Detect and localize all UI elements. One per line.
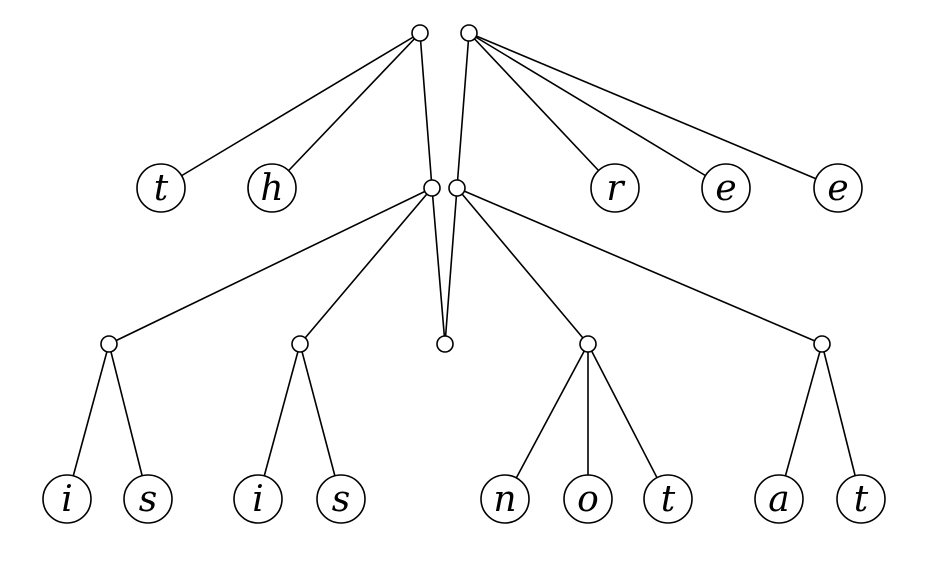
edge	[456, 187, 823, 345]
leaf-label: s	[332, 479, 350, 520]
leaf-label: r	[606, 168, 625, 209]
leaf-label: s	[139, 479, 157, 520]
internal-node	[448, 179, 466, 197]
internal-node	[291, 335, 309, 353]
leaf-label: t	[661, 479, 676, 520]
edge	[504, 343, 589, 500]
internal-node	[423, 179, 441, 197]
edge	[431, 187, 446, 345]
edge	[468, 32, 839, 189]
leaf-node: s	[316, 474, 366, 524]
leaf-label: t	[154, 168, 169, 209]
leaf-label: e	[827, 168, 848, 209]
leaf-label: o	[577, 479, 599, 520]
leaf-node: i	[233, 474, 283, 524]
leaf-label: e	[715, 168, 736, 209]
leaf-node: t	[136, 163, 186, 213]
leaf-nodes-row2: i s i s n o t a	[42, 474, 886, 524]
leaf-label: n	[493, 479, 516, 520]
leaf-node: s	[123, 474, 173, 524]
leaf-label: h	[260, 168, 283, 209]
edge	[108, 187, 433, 345]
internal-node	[411, 24, 429, 42]
leaf-node: i	[42, 474, 92, 524]
leaf-node: t	[836, 474, 886, 524]
leaf-node: e	[813, 163, 863, 213]
internal-node	[436, 335, 454, 353]
leaf-node: h	[247, 163, 297, 213]
leaf-label: a	[768, 479, 789, 520]
edge	[778, 343, 823, 500]
edge	[419, 32, 433, 189]
edge	[587, 343, 669, 500]
internal-node	[579, 335, 597, 353]
leaf-label: i	[61, 479, 73, 520]
leaf-node: e	[701, 163, 751, 213]
leaf-node: a	[754, 474, 804, 524]
edge	[299, 343, 342, 500]
internal-node	[813, 335, 831, 353]
edge	[468, 32, 616, 189]
edge	[456, 32, 470, 189]
edge	[271, 32, 421, 189]
leaf-node: n	[480, 474, 530, 524]
leaf-node: o	[563, 474, 613, 524]
edge	[468, 32, 727, 189]
edge	[257, 343, 301, 500]
edge	[299, 187, 433, 345]
edge	[821, 343, 862, 500]
internal-node	[460, 24, 478, 42]
internal-node	[100, 335, 118, 353]
leaf-nodes-row1: t h r e e	[136, 163, 863, 213]
edge	[108, 343, 149, 500]
leaf-node: t	[643, 474, 693, 524]
leaf-node: r	[590, 163, 640, 213]
leaf-label: i	[252, 479, 264, 520]
edge	[160, 32, 421, 189]
leaf-label: t	[854, 479, 869, 520]
edge	[66, 343, 110, 500]
edge	[456, 187, 589, 345]
edges	[66, 32, 862, 500]
edge	[444, 187, 458, 345]
internal-nodes	[100, 24, 831, 353]
